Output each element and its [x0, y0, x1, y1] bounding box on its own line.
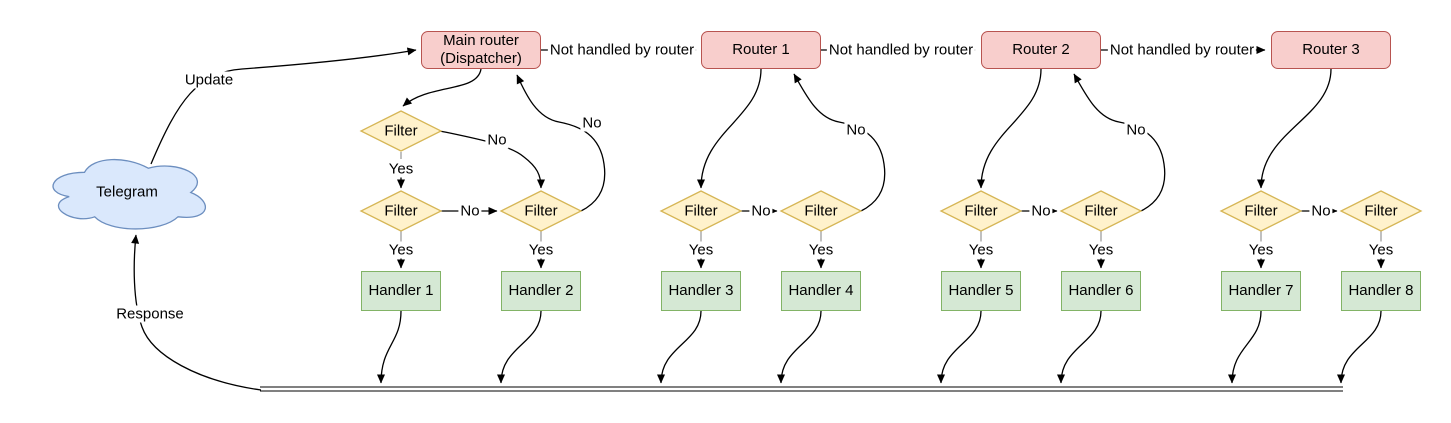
node-router-1: Router 1	[701, 31, 821, 69]
handler-3-label: Handler 3	[668, 282, 734, 299]
yes-label-7: Yes	[1246, 241, 1276, 259]
router-1-label: Router 1	[732, 41, 790, 58]
yes-label-5: Yes	[966, 241, 996, 259]
telegram-cloud-label: Telegram	[96, 183, 158, 201]
filter7-label: Filter	[1244, 202, 1278, 220]
node-handler-4: Handler 4	[781, 271, 861, 311]
not-handled-label-3: Not handled by router	[1107, 41, 1257, 59]
edge-handler2-bus	[497, 310, 542, 384]
filter7-shape	[1219, 190, 1303, 232]
no-label-loop-router2: No	[1124, 121, 1148, 139]
handler-6-label: Handler 6	[1068, 282, 1134, 299]
router-3-label: Router 3	[1302, 41, 1360, 58]
node-handler-6: Handler 6	[1061, 271, 1141, 311]
update-edge-label: Update	[182, 71, 236, 89]
filter4-label: Filter	[804, 202, 838, 220]
no-label-loop-main: No	[580, 114, 604, 132]
yes-label-filter0: Yes	[386, 160, 416, 178]
filter8-shape	[1339, 190, 1423, 232]
edge-filter4-no-loop-to-router1	[793, 73, 886, 212]
node-handler-1: Handler 1	[361, 271, 441, 311]
response-edge-label: Response	[114, 305, 186, 323]
edge-router3-to-filter7	[1257, 68, 1332, 189]
edge-handler1-bus	[377, 310, 402, 384]
yes-label-6: Yes	[1086, 241, 1116, 259]
main-router-label-line1: Main router	[443, 32, 519, 49]
handler-4-label: Handler 4	[788, 282, 854, 299]
node-handler-2: Handler 2	[501, 271, 581, 311]
handler-8-label: Handler 8	[1348, 282, 1414, 299]
yes-label-8: Yes	[1366, 241, 1396, 259]
edge-main-router-to-filter0	[402, 68, 482, 107]
node-handler-5: Handler 5	[941, 271, 1021, 311]
filter3-shape	[659, 190, 743, 232]
filter5-shape	[939, 190, 1023, 232]
edge-response	[131, 234, 262, 391]
node-router-3: Router 3	[1271, 31, 1391, 69]
node-handler-7: Handler 7	[1221, 271, 1301, 311]
node-router-2: Router 2	[981, 31, 1101, 69]
not-handled-label-1: Not handled by router	[547, 41, 697, 59]
edge-handler8-bus	[1337, 310, 1382, 384]
filter8-label: Filter	[1364, 202, 1398, 220]
no-label-row-router3: No	[1309, 202, 1333, 220]
yes-label-3: Yes	[686, 241, 716, 259]
edge-handler5-bus	[937, 310, 982, 384]
telegram-cloud-shape	[52, 158, 207, 230]
filter1-shape	[359, 190, 443, 232]
handler-5-label: Handler 5	[948, 282, 1014, 299]
filter2-shape	[499, 190, 583, 232]
edge-handler6-bus	[1057, 310, 1102, 384]
node-handler-3: Handler 3	[661, 271, 741, 311]
filter0-shape	[359, 110, 443, 152]
edge-handler4-bus	[777, 310, 822, 384]
no-label-row-router2: No	[1029, 202, 1053, 220]
edge-router1-to-filter3	[697, 68, 762, 189]
edge-filter6-no-loop-to-router2	[1073, 73, 1166, 212]
edge-update	[150, 47, 417, 165]
edge-handler7-bus	[1228, 310, 1262, 384]
no-label-loop-router1: No	[844, 121, 868, 139]
no-label-filter0: No	[485, 131, 509, 149]
not-handled-label-2: Not handled by router	[826, 41, 976, 59]
edge-filter0-no	[439, 130, 545, 189]
filter6-shape	[1059, 190, 1143, 232]
filter6-label: Filter	[1084, 202, 1118, 220]
edge-router2-to-filter5	[977, 68, 1042, 189]
node-main-router: Main router (Dispatcher)	[421, 31, 541, 69]
edge-handler3-bus	[657, 310, 702, 384]
yes-label-2: Yes	[526, 241, 556, 259]
filter4-shape	[779, 190, 863, 232]
filter0-label: Filter	[384, 122, 418, 140]
main-router-label-line2: (Dispatcher)	[440, 50, 522, 67]
router-2-label: Router 2	[1012, 41, 1070, 58]
no-label-row-router1: No	[749, 202, 773, 220]
handler-1-label: Handler 1	[368, 282, 434, 299]
filter1-label: Filter	[384, 202, 418, 220]
no-label-row-main: No	[458, 202, 482, 220]
filter5-label: Filter	[964, 202, 998, 220]
yes-label-1: Yes	[386, 241, 416, 259]
node-handler-8: Handler 8	[1341, 271, 1421, 311]
filter2-label: Filter	[524, 202, 558, 220]
handler-7-label: Handler 7	[1228, 282, 1294, 299]
yes-label-4: Yes	[806, 241, 836, 259]
handler-2-label: Handler 2	[508, 282, 574, 299]
edge-filter2-no-loop-to-main	[516, 74, 606, 212]
filter3-label: Filter	[684, 202, 718, 220]
